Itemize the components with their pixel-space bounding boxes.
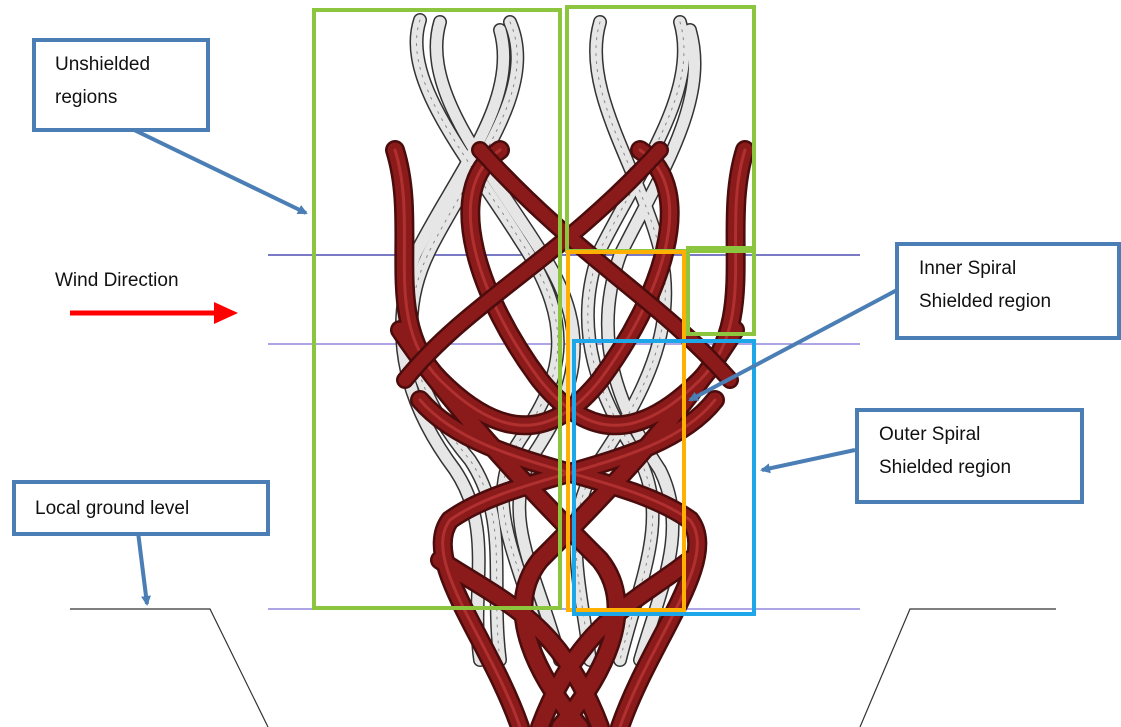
outer-spiral-callout: Outer Spiral Shielded region [855, 408, 1084, 504]
unshielded-arrow [130, 128, 306, 213]
outer-spiral-label-line2: Shielded region [879, 451, 1080, 484]
wind-direction-label: Wind Direction [55, 270, 179, 292]
ground-profile-left [70, 609, 268, 727]
unshielded-regions-callout: Unshielded regions [32, 38, 210, 132]
outer-spiral-arrow [762, 450, 855, 470]
unshielded-label-line1: Unshielded [55, 48, 206, 81]
ground-level-callout: Local ground level [12, 480, 270, 536]
unshielded-label-line2: regions [55, 81, 206, 114]
ground-level-arrow [138, 532, 147, 604]
inner-spiral-callout: Inner Spiral Shielded region [895, 242, 1121, 340]
outer-spiral-label-line1: Outer Spiral [879, 418, 1080, 451]
inner-spiral-label-line2: Shielded region [919, 285, 1117, 318]
ground-level-label: Local ground level [35, 492, 266, 525]
ground-profile-right [860, 609, 1056, 727]
inner-spiral-label-line1: Inner Spiral [919, 252, 1117, 285]
wind-arrow [70, 302, 238, 324]
wind-arrow-head [214, 302, 238, 324]
